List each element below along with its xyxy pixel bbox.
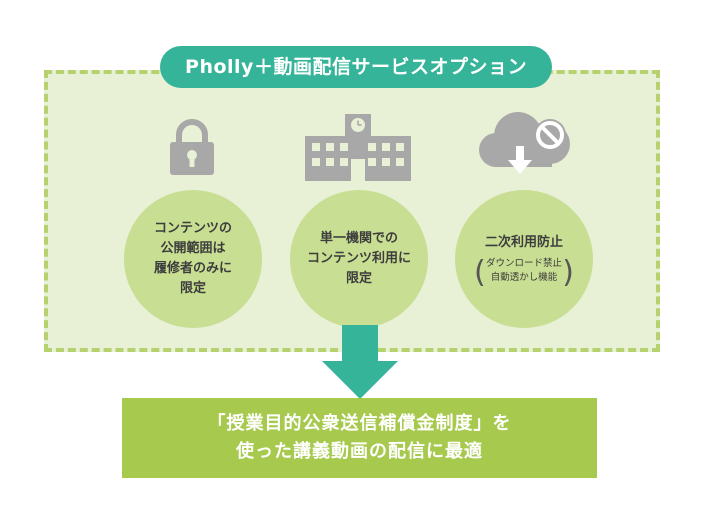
building-icon bbox=[305, 114, 411, 181]
title-badge: Pholly＋動画配信サービスオプション bbox=[160, 46, 552, 88]
result-box: 「授業目的公衆送信補償金制度」を 使った講義動画の配信に最適 bbox=[122, 398, 597, 478]
result-line-2: 使った講義動画の配信に最適 bbox=[236, 441, 483, 462]
bracket-left: ( bbox=[473, 255, 486, 290]
feature-sub-group: ( ダウンロード禁止 自動透かし機能 ) bbox=[474, 255, 574, 290]
feature-text-line: 二次利用防止 bbox=[484, 235, 563, 250]
bracket-right: ) bbox=[562, 255, 574, 290]
feature-text-line: 公開範囲は bbox=[160, 241, 226, 256]
feature-text-line: コンテンツの bbox=[153, 221, 232, 236]
padlock-icon bbox=[170, 119, 214, 175]
feature-circle-secondary-use: 二次利用防止 ( ダウンロード禁止 自動透かし機能 ) bbox=[455, 190, 593, 328]
result-line-1: 「授業目的公衆送信補償金制度」を bbox=[207, 413, 512, 434]
feature-text-line: 限定 bbox=[345, 271, 372, 286]
cloud-download-prohibited-icon bbox=[479, 112, 570, 174]
feature-circle-access: コンテンツの 公開範囲は 履修者のみに 限定 bbox=[124, 190, 262, 328]
feature-circle-single-institution: 単一機関での コンテンツ利用に 限定 bbox=[290, 190, 428, 328]
feature-text-line: コンテンツ利用に bbox=[306, 251, 411, 266]
feature-text-line: 限定 bbox=[179, 281, 206, 296]
feature-text-line: 単一機関での bbox=[319, 231, 398, 246]
feature-sub-line: 自動透かし機能 bbox=[490, 272, 558, 283]
down-arrow-icon bbox=[322, 325, 398, 399]
feature-text-line: 履修者のみに bbox=[153, 261, 232, 276]
feature-sub-line: ダウンロード禁止 bbox=[485, 258, 562, 269]
